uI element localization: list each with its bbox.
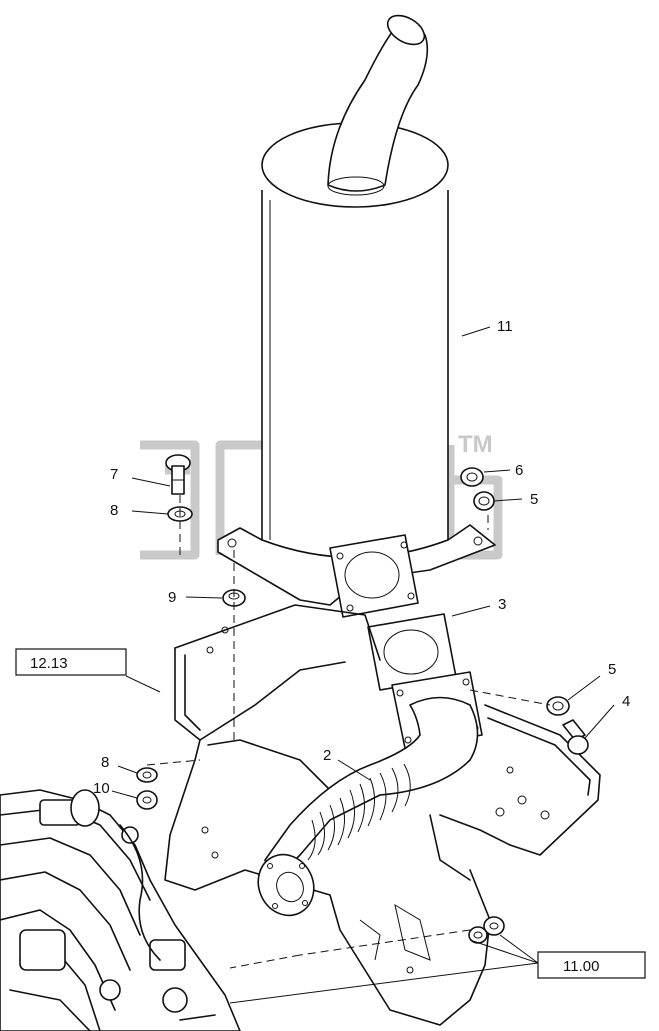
callout-9: 9	[168, 589, 176, 606]
bolt-7	[165, 454, 191, 495]
nut-6	[460, 467, 484, 487]
callout-3: 3	[498, 596, 506, 613]
callout-8-upper: 8	[110, 502, 118, 519]
callout-5-upper: 5	[530, 491, 538, 508]
leader-lines	[111, 326, 615, 1004]
callout-5-lower: 5	[608, 661, 616, 678]
nut-pair-11-00	[468, 916, 505, 944]
callout-6: 6	[515, 462, 523, 479]
pipe-corrugations	[307, 763, 411, 861]
reference-11-00-label: 11.00	[563, 958, 599, 975]
callout-11: 11	[497, 318, 513, 335]
support-bracket	[164, 604, 601, 1026]
washer-5-upper	[473, 491, 495, 511]
reference-box-12-13[interactable]: 12.13	[15, 648, 127, 676]
callouts: 11 7 8 6 5 9 3 5 4 2 8 10	[93, 318, 630, 797]
watermark-tm: TM	[458, 431, 493, 458]
nut-5-lower	[546, 696, 570, 716]
nut-10	[136, 790, 158, 810]
engine	[0, 789, 241, 1031]
callout-4: 4	[622, 693, 630, 710]
exhaust-pipe	[257, 671, 483, 917]
callout-10: 10	[93, 780, 110, 797]
callout-8-lower: 8	[101, 754, 109, 771]
muffler	[261, 14, 449, 559]
callout-7: 7	[110, 466, 118, 483]
bolt-4	[562, 719, 589, 755]
reference-box-11-00[interactable]: 11.00	[537, 951, 646, 979]
washer-8-lower	[136, 767, 158, 783]
callout-2: 2	[323, 747, 331, 764]
upper-flange	[329, 534, 419, 618]
assembly-axes	[146, 495, 551, 969]
reference-12-13-label: 12.13	[30, 655, 68, 672]
